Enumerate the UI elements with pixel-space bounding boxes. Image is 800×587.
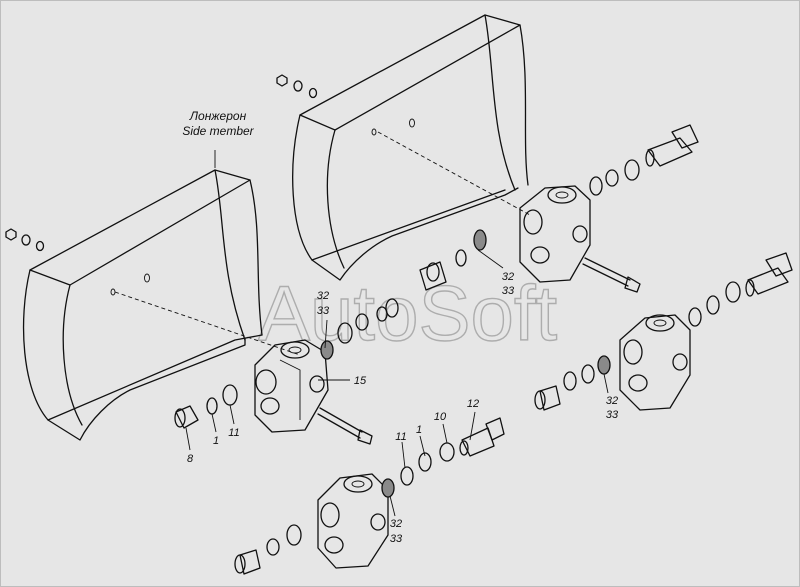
callout-33-bottom: 33 (390, 533, 403, 545)
side-member-label-en: Side member (182, 124, 254, 138)
alignment-line-upper (377, 131, 531, 216)
seal-upper-32 (473, 229, 487, 251)
callout-11-left: 11 (228, 427, 239, 439)
callout-10: 10 (434, 411, 447, 423)
nut-10 (439, 442, 455, 462)
ring-bottom-a (286, 524, 302, 546)
callout-8: 8 (187, 453, 194, 465)
callout-12: 12 (467, 398, 479, 410)
leader-lines (185, 249, 609, 517)
callout-1-left: 1 (213, 435, 219, 447)
seal-rings-right (688, 281, 741, 327)
nut-washer-set-left (5, 228, 45, 252)
callout-33-right: 33 (606, 409, 619, 421)
callout-15: 15 (354, 375, 367, 387)
fitting-right (534, 385, 561, 411)
valve-left (254, 339, 329, 433)
watermark: AutoSoft (258, 269, 558, 357)
bolt-left (317, 407, 373, 445)
elbow-fitting-12 (459, 417, 505, 457)
seal-rings-upper (589, 159, 640, 196)
ring-bottom-b (266, 538, 280, 556)
fitting-bottom (234, 549, 261, 575)
callout-32-right: 32 (606, 395, 618, 407)
side-member-upper (292, 14, 529, 281)
tee-fitting-right (745, 252, 793, 297)
callout-1-middle: 1 (416, 424, 422, 436)
callout-32-left: 32 (317, 290, 329, 302)
seal-right-32 (597, 355, 611, 375)
callout-32-bottom: 32 (390, 518, 402, 530)
bolt-upper (582, 257, 641, 293)
ring-right-33a (581, 364, 595, 384)
washer-1-left (206, 397, 218, 415)
callout-32-upper: 32 (502, 271, 514, 283)
valve-right (619, 314, 691, 411)
valve-bottom (317, 473, 389, 569)
seal-rings-left (320, 298, 399, 360)
callout-11-middle: 11 (395, 431, 406, 443)
ring-right-33b (563, 371, 577, 391)
fitting-upper (419, 261, 447, 291)
tee-fitting-upper (645, 124, 699, 167)
nut-washer-set-upper (276, 74, 318, 99)
side-member-label-ru: Лонжерон (189, 109, 247, 123)
side-member-left (22, 150, 263, 441)
callout-33-left: 33 (317, 305, 330, 317)
fitting-8 (174, 405, 199, 429)
callout-33-upper: 33 (502, 285, 515, 297)
seal-rings-bottom (381, 452, 432, 498)
ring-upper-33 (455, 249, 467, 267)
alignment-line-left (114, 291, 301, 356)
valve-upper (519, 185, 591, 283)
ring-11-left (222, 384, 238, 406)
